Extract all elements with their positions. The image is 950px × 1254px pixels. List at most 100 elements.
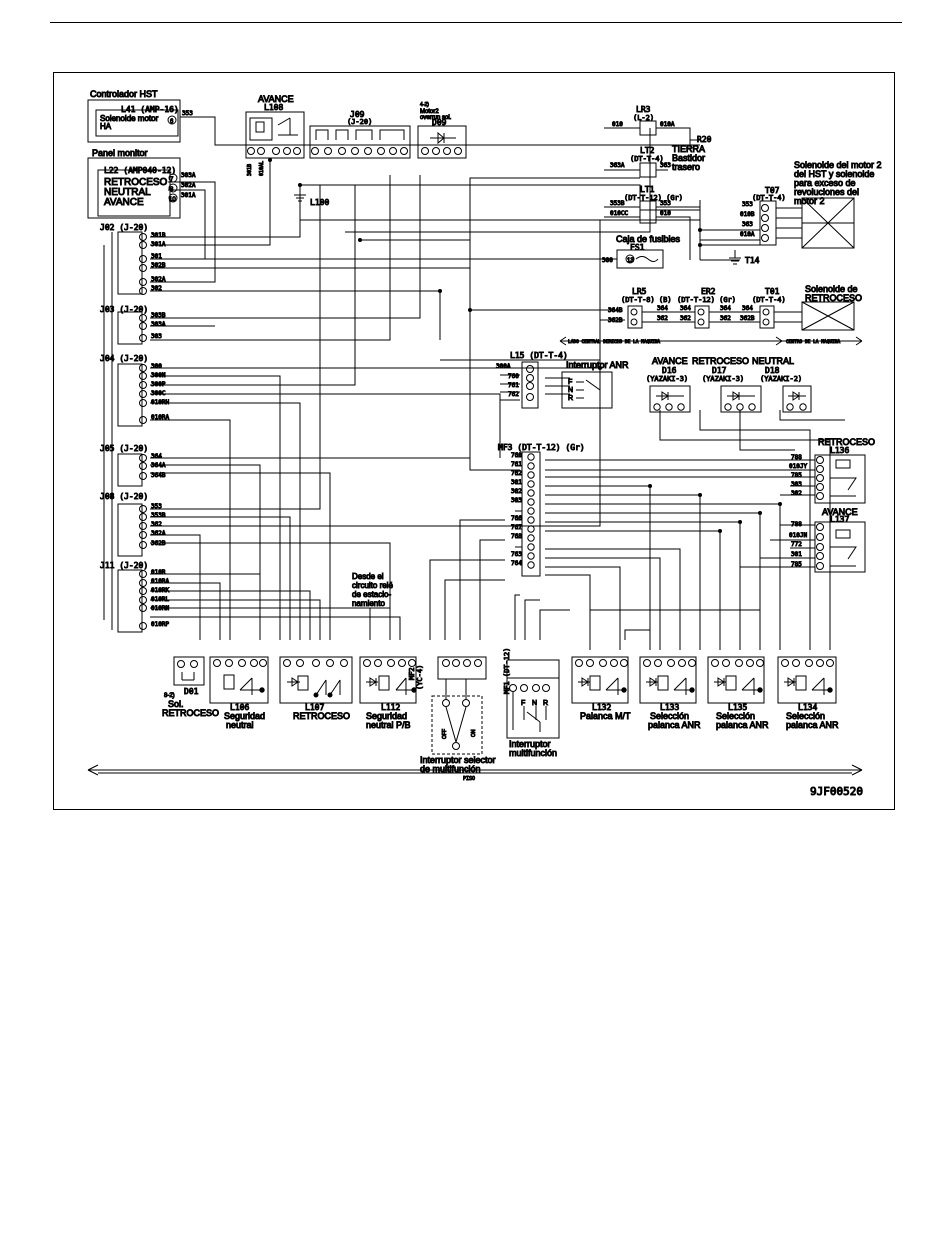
d18-name: D18: [765, 366, 780, 375]
l15-wire-4: 762: [508, 391, 519, 398]
connector-j05: [117, 453, 147, 487]
j02-wire-2: 301A: [151, 241, 166, 248]
mf1-pos-n: N: [532, 700, 537, 707]
diagram-frame: [53, 72, 895, 810]
hst-title: Controlador HST: [90, 89, 158, 99]
j04-wire-5: 010RH: [151, 399, 169, 406]
connector-j03: [117, 311, 147, 345]
ret-sol-line-1: Solenoide de: [805, 284, 858, 294]
connector-t01: [759, 301, 855, 331]
t07-type: (DT-T-4): [752, 194, 786, 202]
mf1-label-2: multifunción: [509, 748, 557, 758]
desde-line-1: Desde el: [352, 572, 384, 581]
lr5-name: LR5: [632, 287, 647, 296]
panel-title: Panel monitor: [92, 148, 148, 158]
connector-l15: [521, 361, 613, 409]
l133-name: L133: [660, 703, 679, 712]
relay-l106: [209, 656, 269, 704]
t07-wire-1: 353: [742, 201, 753, 208]
l136-wire-3: 785: [791, 472, 802, 479]
d09-name: D09: [432, 118, 447, 127]
connector-lt2: [604, 162, 668, 178]
motor2-line-5: motor 2: [794, 196, 825, 206]
hst-label-1: Solenoide motor: [100, 114, 159, 123]
relay-l133: [639, 656, 697, 704]
lt2-wire-r: 363: [660, 162, 671, 169]
diode-d09: [417, 125, 467, 159]
panel-wire-3: 301A: [181, 192, 196, 199]
motor2-line-3: para exceso de: [794, 178, 856, 188]
lr5-wire-r2: 362: [657, 315, 668, 322]
j11-wire-1: 010R: [151, 569, 166, 576]
mf1-label-1: Interruptor: [509, 739, 551, 749]
j08-wire-4: 362A: [151, 530, 166, 537]
j08-wire-5: 362B: [151, 540, 166, 547]
j11-wire-3: 010RK: [151, 587, 169, 594]
j09-type: (J-20): [347, 118, 372, 126]
j11-wire-5: 010RN: [151, 605, 169, 612]
mf3-wire-5: 302: [511, 488, 522, 495]
fs1-title: Caja de fusibles: [616, 234, 681, 244]
j11-name: J11 (J-20): [100, 561, 148, 570]
j03-name: J03 (J-20): [100, 305, 148, 314]
junction-dots: [268, 158, 782, 533]
switch-mf1: [506, 659, 560, 739]
t07-wire-2: 010B: [740, 211, 755, 218]
l135-label-2: palanca ANR: [716, 720, 769, 730]
mf3-wire-3: 762: [511, 470, 522, 477]
d01-name: D01: [184, 687, 199, 696]
l137-name: L137: [830, 515, 849, 524]
lr5-wire-r1: 364: [657, 305, 668, 312]
hst-controller: [87, 99, 700, 146]
lr3-wire-r: 010A: [660, 121, 675, 128]
l137-wire-4: 301: [791, 551, 802, 558]
l133-label-2: palanca ANR: [648, 720, 701, 730]
l106-label-2: neutral: [226, 720, 254, 730]
l132-label-1: Palanca M/T: [580, 711, 631, 721]
l112-label-1: Seguridad: [366, 711, 407, 721]
j05-wire-1: 364: [151, 453, 162, 460]
hst-connector: L41 (AMP-16): [121, 105, 179, 114]
mf3-wire-9: 768: [511, 533, 522, 540]
fs1-name: FS1: [630, 243, 645, 252]
panel-wire-2: 302A: [181, 182, 196, 189]
fs1-wire: 300: [602, 257, 613, 264]
lr3-wire-l: 010: [612, 121, 623, 128]
desde-line-3: de estacio-: [352, 590, 391, 599]
l15-name: L15 (DT-T-4): [510, 351, 568, 360]
l137-title: AVANCE: [822, 507, 858, 517]
r20-label-2: Bastidor: [672, 153, 705, 163]
j11-wire-2: 010RA: [151, 578, 169, 585]
l112-name: L112: [381, 703, 400, 712]
l107-label-1: RETROCESO: [293, 711, 350, 721]
connector-mf2: [431, 656, 487, 755]
lt1-wire-r2: 010: [660, 210, 671, 217]
floor-arrow: [87, 764, 863, 776]
mf3-wire-11: 764: [511, 560, 522, 567]
floor-label: PISO: [463, 776, 475, 782]
relay-l134: [777, 656, 837, 704]
l135-label-1: Selección: [716, 711, 755, 721]
panel-pin-3: 10: [169, 197, 176, 203]
sel-off: OFF: [442, 729, 448, 739]
d01-label-1: Sol.: [168, 699, 184, 709]
r20-label-1: TIERRA: [672, 144, 705, 154]
lt1-wire-l2: 010CC: [610, 210, 628, 217]
j03-wire-2: 303A: [151, 321, 166, 328]
l136-name: L136: [830, 446, 849, 455]
motor2-line-4: revoluciones del: [794, 187, 859, 197]
relay-l135: [707, 656, 765, 704]
j02-name: J02 (J-20): [100, 223, 148, 232]
j04-wire-1: 300: [151, 363, 162, 370]
lr5-wire-l1: 364B: [608, 307, 623, 314]
solenoid-d01: [173, 656, 205, 686]
ground-t14: [729, 250, 741, 265]
mf3-wire-7: 766: [511, 515, 522, 522]
l136-wire-1: 788: [791, 454, 802, 461]
d09-note-2: Motor2: [420, 109, 439, 115]
relay-l132: [571, 656, 629, 704]
connector-j11: [117, 569, 147, 633]
panel-pin-2: 8: [170, 187, 174, 193]
diagram-code: 9JF00520: [810, 785, 863, 798]
